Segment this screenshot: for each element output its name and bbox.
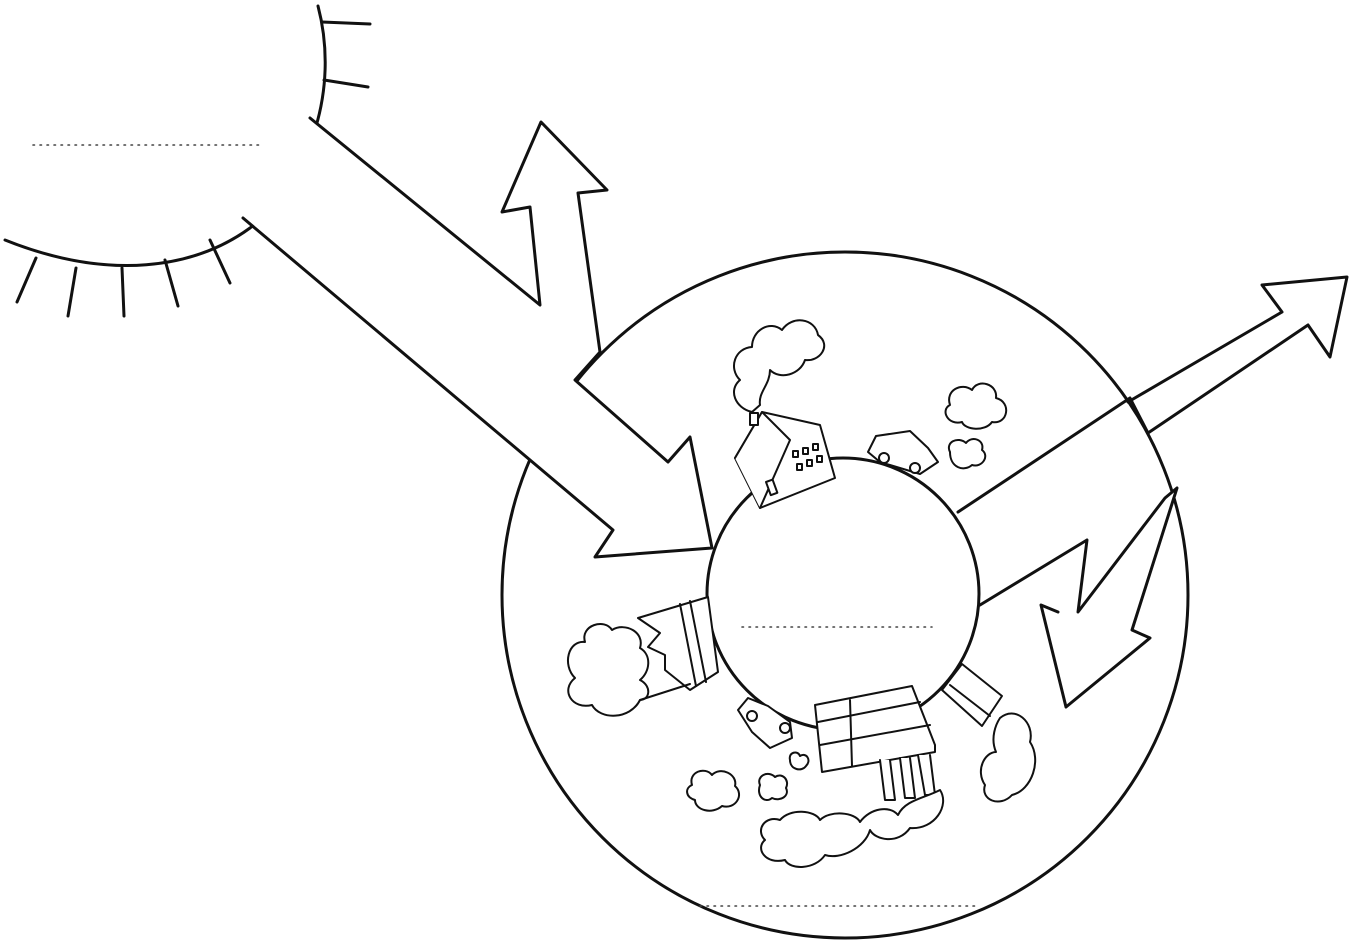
house xyxy=(734,411,836,509)
sun-ray xyxy=(163,258,180,308)
sun xyxy=(3,4,372,318)
earth-globe xyxy=(705,456,981,732)
sun-ray xyxy=(208,238,232,285)
cloud xyxy=(944,382,1007,430)
cloud xyxy=(788,751,810,771)
building-right xyxy=(941,663,1003,727)
factory-left xyxy=(637,596,719,691)
cloud xyxy=(947,438,987,470)
car-top xyxy=(867,430,939,475)
cloud xyxy=(686,769,741,812)
earth-label[interactable] xyxy=(742,606,932,626)
factory-smoke xyxy=(566,623,650,717)
house-smoke xyxy=(733,319,825,413)
power-plant xyxy=(814,685,936,801)
sun-ray xyxy=(66,266,78,318)
car-bottom-left xyxy=(737,697,793,749)
building-smoke xyxy=(979,712,1037,803)
sun-ray xyxy=(322,78,370,89)
sun-ray xyxy=(15,256,38,304)
sun-ray xyxy=(320,20,372,26)
atmosphere-circle xyxy=(500,250,1190,940)
reradiated-arrow xyxy=(978,486,1179,709)
sun-label[interactable] xyxy=(33,124,263,144)
incoming-radiation-arrow xyxy=(241,116,714,559)
cloud xyxy=(758,773,788,802)
atmosphere-label[interactable] xyxy=(700,885,980,905)
power-plant-smoke xyxy=(760,789,945,868)
outgoing-radiation-arrow xyxy=(956,275,1349,514)
sun-ray xyxy=(120,266,126,318)
